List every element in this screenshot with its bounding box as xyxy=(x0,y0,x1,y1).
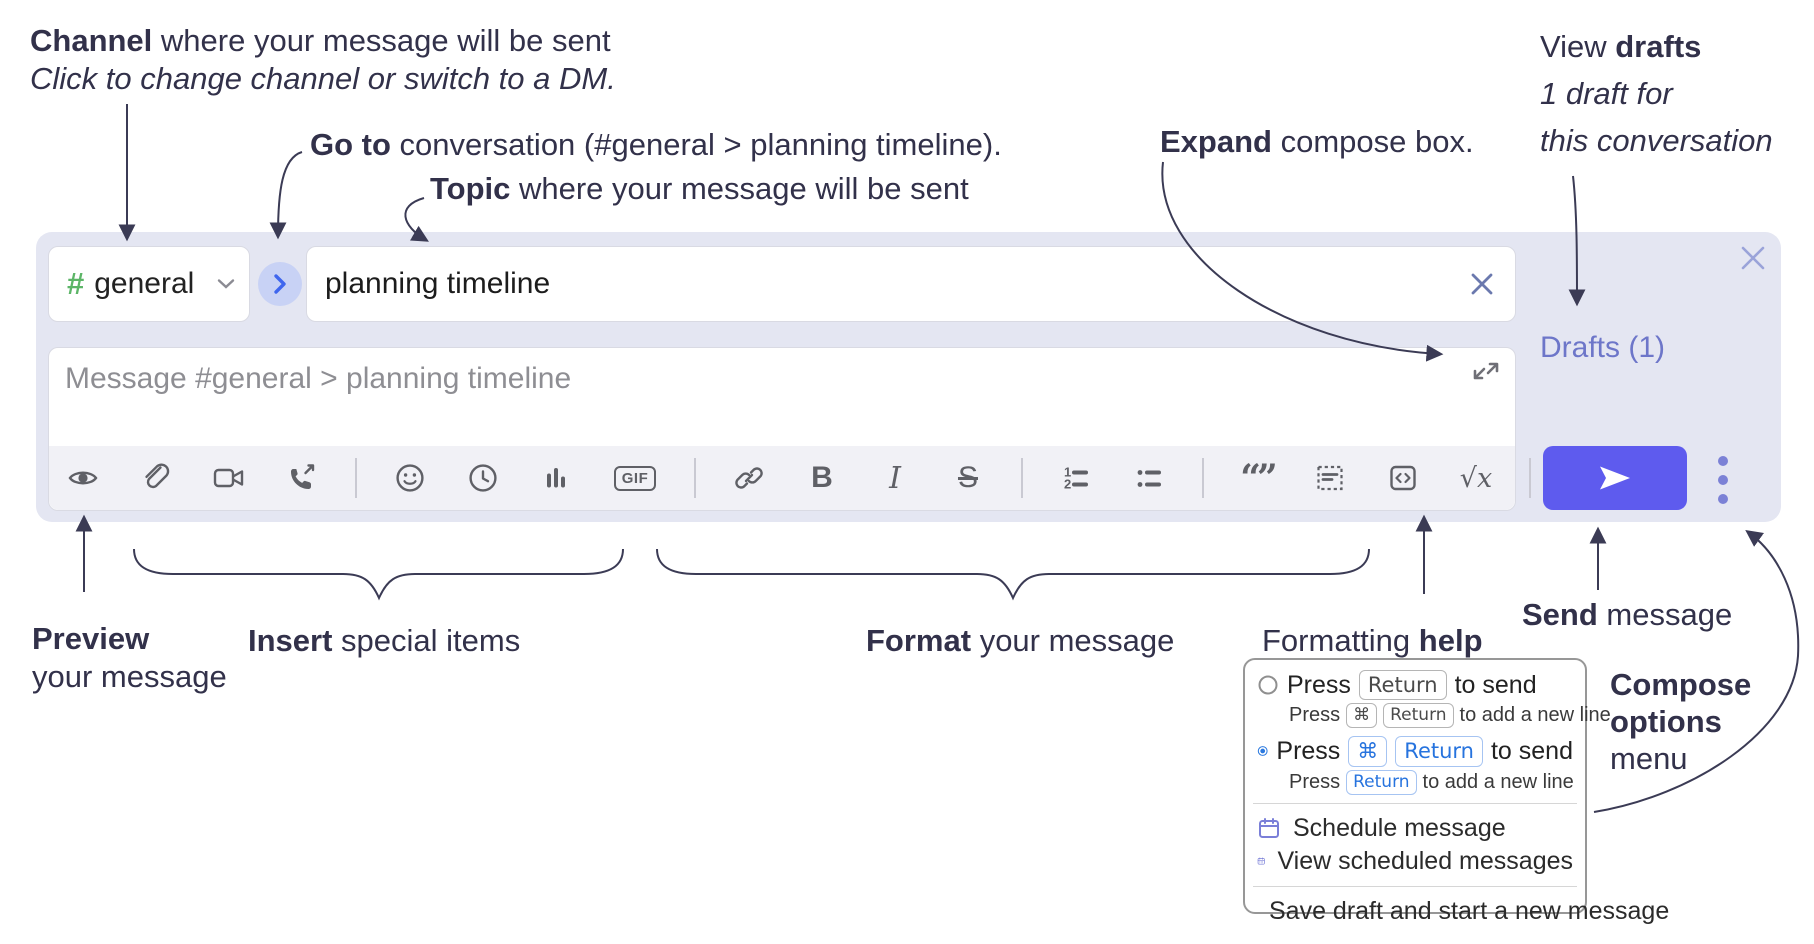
video-camera-icon xyxy=(213,468,244,488)
ellipsis-icon xyxy=(1718,456,1728,466)
insert-link-button[interactable] xyxy=(729,456,769,500)
expand-compose-icon[interactable] xyxy=(1469,356,1503,386)
eye-icon xyxy=(68,471,98,485)
spoiler-icon xyxy=(1317,465,1343,491)
channel-hash-icon: # xyxy=(67,266,85,301)
send-button[interactable] xyxy=(1543,446,1687,510)
insert-brace xyxy=(133,548,624,601)
toolbar-divider xyxy=(1021,458,1023,498)
bold-button[interactable]: B xyxy=(802,456,842,500)
key-return: Return xyxy=(1358,670,1447,701)
annotation-compose-options: Compose options menu xyxy=(1610,667,1752,776)
phone-call-icon xyxy=(291,464,315,489)
toolbar-divider xyxy=(1529,458,1531,498)
annotation-topic: Topic where your message will be sent xyxy=(430,171,969,206)
quote-button[interactable]: “” xyxy=(1237,456,1277,500)
calendar-grid-icon xyxy=(1257,857,1265,865)
toolbar-divider xyxy=(694,458,696,498)
bulleted-list-icon xyxy=(1137,470,1161,487)
math-icon: √x xyxy=(1459,462,1493,494)
strikethrough-button[interactable]: S xyxy=(948,456,988,500)
svg-text:1: 1 xyxy=(1064,465,1071,480)
start-voice-call-button[interactable] xyxy=(282,456,322,500)
chevron-down-icon xyxy=(217,279,235,289)
annotation-channel: Channel where your message will be sent … xyxy=(30,23,616,96)
channel-name: general xyxy=(94,267,195,300)
annotation-view-drafts: View drafts 1 draft for this conversatio… xyxy=(1540,29,1773,158)
arrow-to-go-button xyxy=(269,151,303,240)
italic-button[interactable]: I xyxy=(875,456,915,500)
menu-divider xyxy=(1253,802,1577,804)
topic-input[interactable] xyxy=(306,246,1516,322)
bulleted-list-button[interactable] xyxy=(1129,456,1169,500)
spoiler-button[interactable] xyxy=(1310,456,1350,500)
toolbar-divider xyxy=(1202,458,1204,498)
channel-selector[interactable]: # general xyxy=(48,246,250,322)
annotation-expand: Expand compose box. xyxy=(1160,124,1474,159)
add-global-time-button[interactable] xyxy=(463,456,503,500)
numbered-list-button[interactable]: 1 2 xyxy=(1056,456,1096,500)
math-button[interactable]: √x xyxy=(1456,456,1496,500)
compose-toolbar: GIF B I S xyxy=(49,446,1592,510)
clock-icon xyxy=(469,464,497,492)
quote-icon: “” xyxy=(1240,457,1277,499)
code-icon xyxy=(1390,465,1416,491)
message-area: GIF B I S xyxy=(48,347,1592,511)
radio-unselected-icon xyxy=(1258,675,1278,695)
compose-box: # general xyxy=(36,232,1781,522)
svg-text:2: 2 xyxy=(1064,477,1071,492)
annotation-insert: Insert special items xyxy=(248,623,521,658)
send-icon xyxy=(1600,466,1630,490)
start-video-call-button[interactable] xyxy=(209,456,249,500)
menu-item-schedule-message[interactable]: Schedule message xyxy=(1257,812,1573,845)
poll-icon xyxy=(547,468,565,488)
add-poll-button[interactable] xyxy=(536,456,576,500)
key-return: Return xyxy=(1383,703,1454,729)
key-return: Return xyxy=(1346,769,1417,795)
annotation-send-message: Send message xyxy=(1522,597,1733,632)
annotation-format: Format your message xyxy=(866,623,1175,658)
key-cmd: ⌘ xyxy=(1346,703,1378,729)
link-icon xyxy=(735,467,763,489)
radio-selected-icon xyxy=(1257,746,1268,757)
go-to-conversation-button[interactable] xyxy=(258,262,302,306)
close-compose-icon[interactable] xyxy=(1738,243,1768,273)
radio-cmd-return-subtext: Press Return to add a new line xyxy=(1289,769,1574,795)
radio-cmd-return-to-send[interactable]: Press ⌘ Return to send xyxy=(1257,736,1573,767)
calendar-icon xyxy=(1259,818,1279,839)
clear-topic-icon[interactable] xyxy=(1468,270,1496,298)
menu-item-view-scheduled-messages[interactable]: View scheduled messages xyxy=(1257,845,1573,878)
compose-options-menu-button[interactable] xyxy=(1706,450,1740,510)
smiley-icon xyxy=(396,464,424,492)
radio-return-subtext: Press ⌘ Return to add a new line xyxy=(1289,703,1611,729)
preview-button[interactable] xyxy=(63,456,103,500)
add-gif-button[interactable]: GIF xyxy=(609,456,661,500)
strikethrough-icon: S xyxy=(957,461,978,494)
key-cmd: ⌘ xyxy=(1348,736,1388,767)
annotation-formatting-help: Formatting help xyxy=(1262,623,1483,658)
format-brace xyxy=(656,548,1370,601)
key-return: Return xyxy=(1395,736,1483,767)
chevron-right-icon xyxy=(274,274,286,294)
drafts-link[interactable]: Drafts (1) xyxy=(1540,331,1666,364)
message-input[interactable] xyxy=(49,348,1515,446)
menu-divider xyxy=(1253,885,1577,887)
italic-icon: I xyxy=(889,460,901,496)
paperclip-icon xyxy=(145,463,170,489)
bold-icon: B xyxy=(811,461,833,494)
gif-icon: GIF xyxy=(613,465,657,491)
emoji-button[interactable] xyxy=(390,456,430,500)
numbered-list-icon: 1 2 xyxy=(1064,465,1088,492)
compose-options-popup: Press Return to send Press ⌘ Return to a… xyxy=(1243,658,1669,925)
annotation-goto: Go to conversation (#general > planning … xyxy=(310,127,1002,162)
radio-return-to-send[interactable]: Press Return to send xyxy=(1257,670,1573,701)
code-button[interactable] xyxy=(1383,456,1423,500)
attach-file-button[interactable] xyxy=(136,456,176,500)
toolbar-divider xyxy=(355,458,357,498)
menu-item-save-draft[interactable]: Save draft and start a new message xyxy=(1257,895,1669,928)
annotation-preview: Preview your message xyxy=(32,621,227,694)
